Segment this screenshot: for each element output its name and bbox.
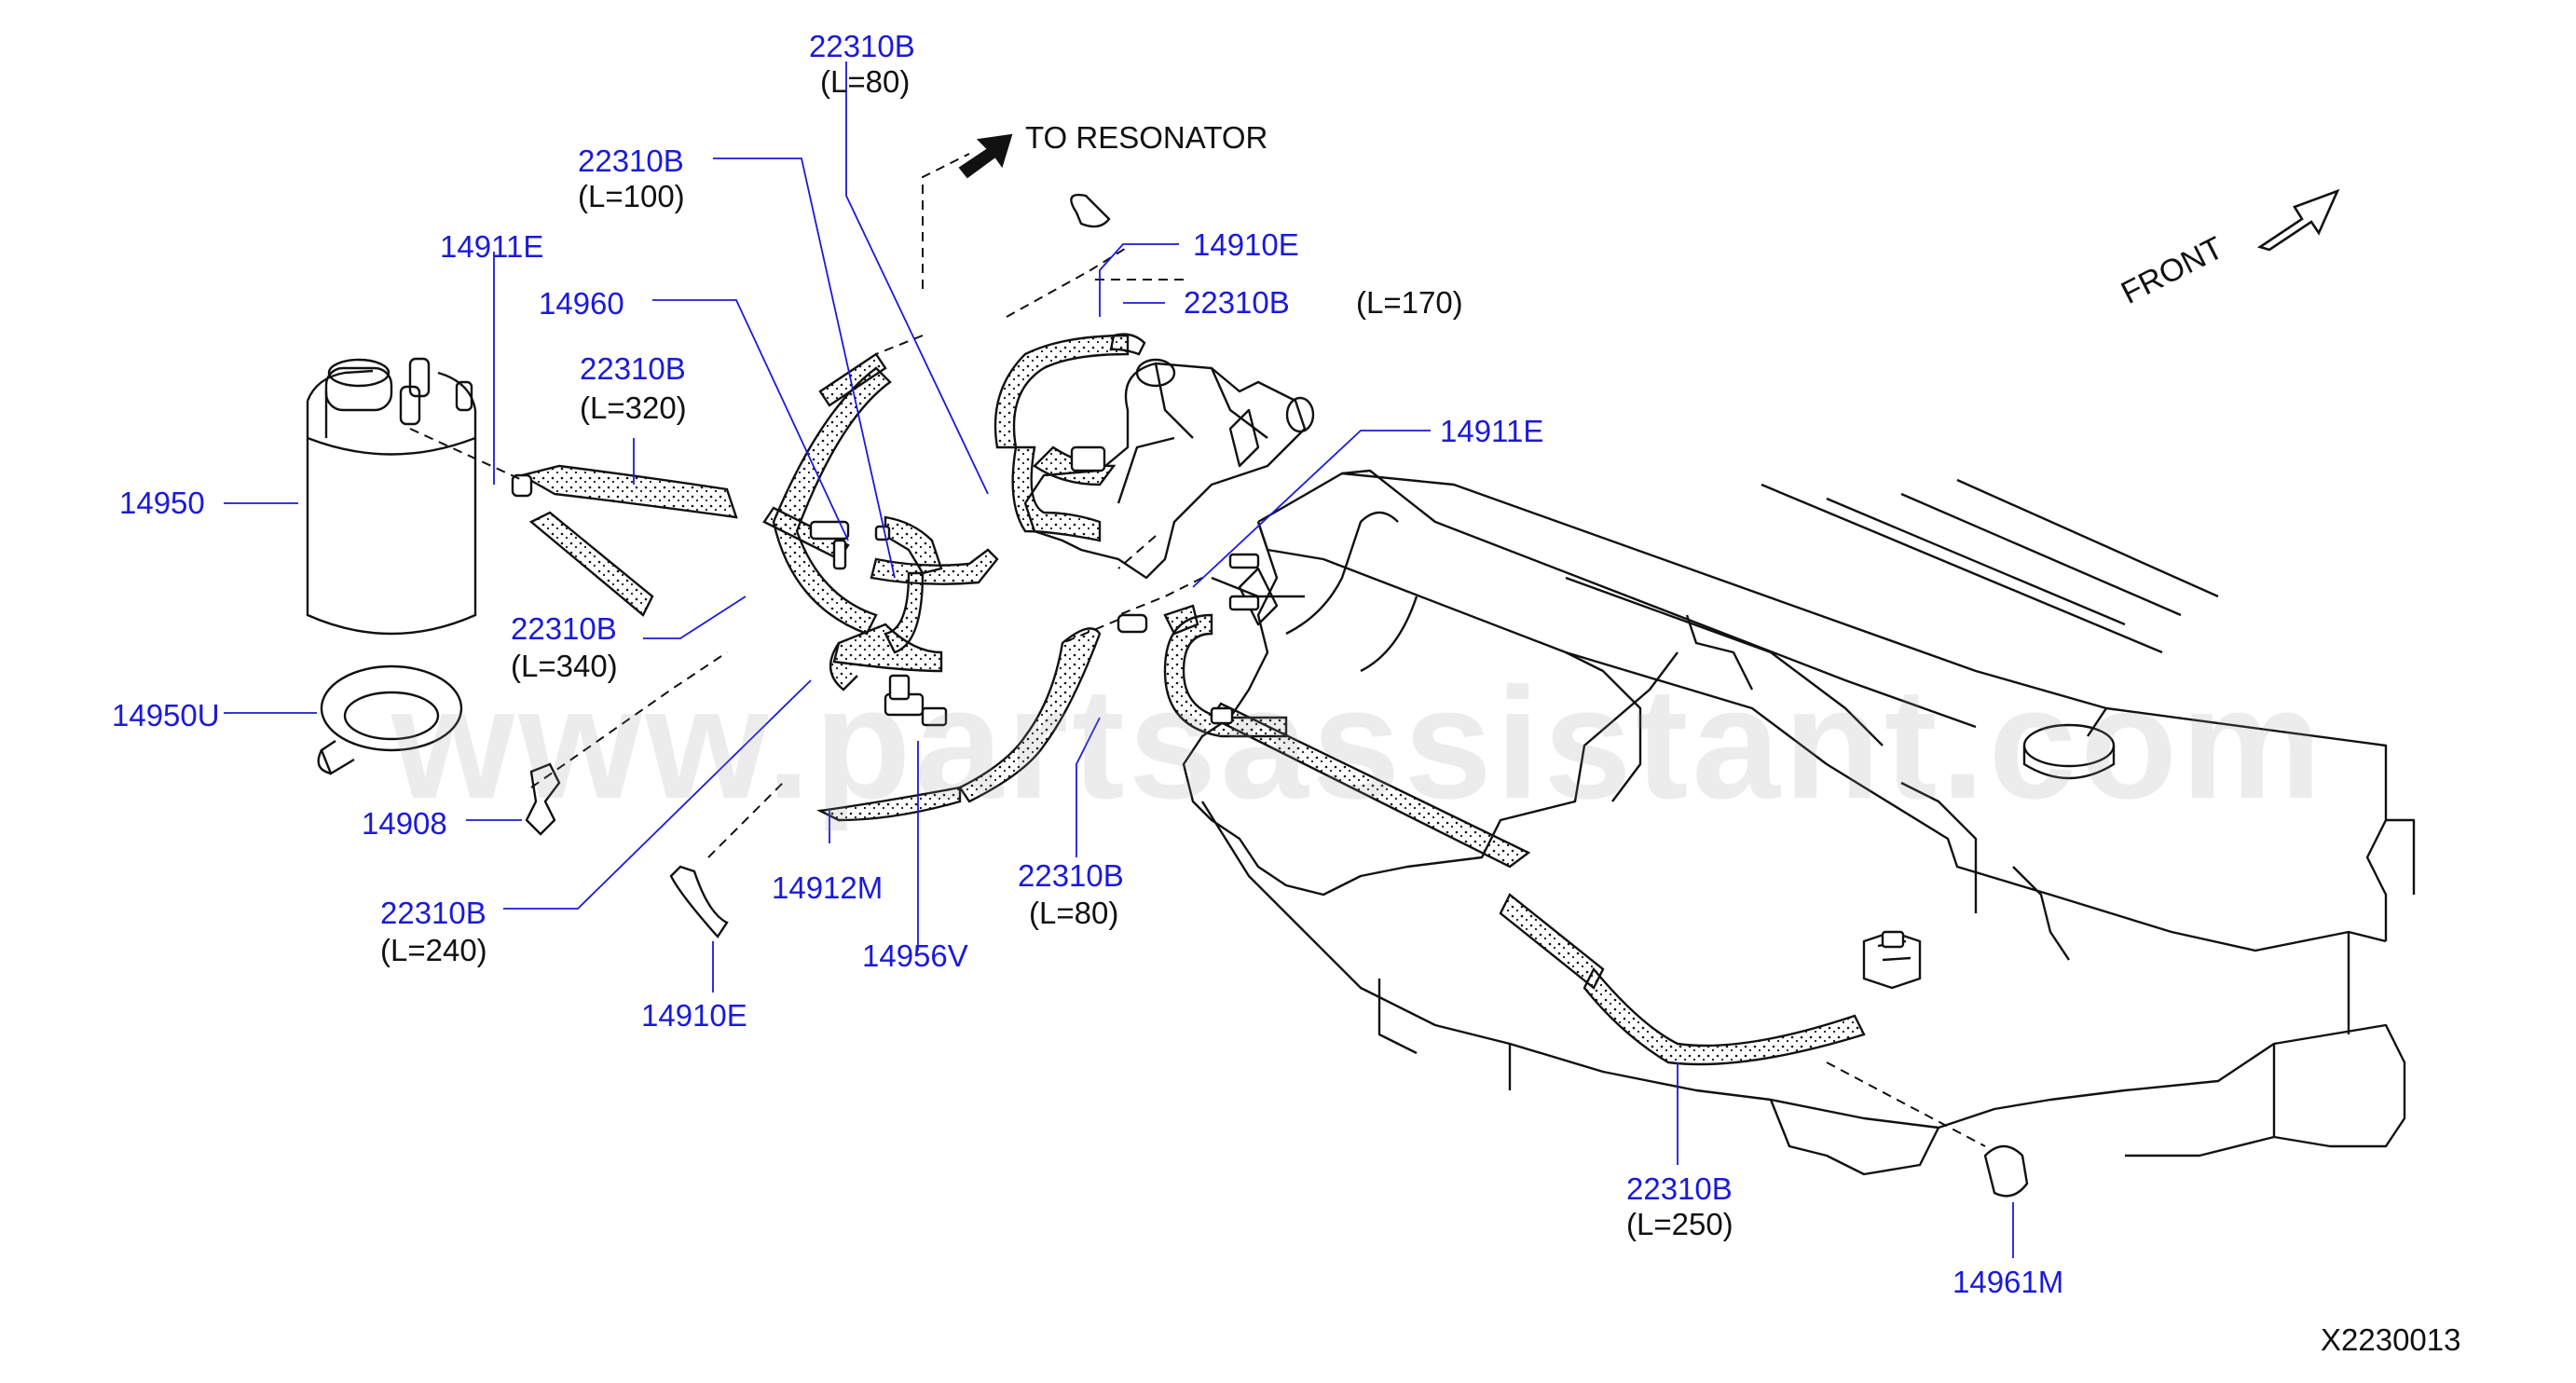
canister-base-14950u (317, 664, 463, 775)
label-22310b-l250-length: (L=250) (1626, 1207, 1733, 1241)
label-22310b-mid-length: (L=80) (1029, 896, 1119, 930)
label-22310b-l100[interactable]: 22310B (578, 144, 684, 178)
label-14908[interactable]: 14908 (362, 806, 447, 841)
resonator-arrow-icon (958, 133, 1013, 179)
leader-lines (224, 62, 2014, 1258)
label-22310b-l250[interactable]: 22310B (1626, 1171, 1733, 1206)
label-14910e-top[interactable]: 14910E (1193, 227, 1299, 262)
label-22310b-l340[interactable]: 22310B (511, 611, 617, 646)
label-14960[interactable]: 14960 (539, 286, 624, 321)
label-22310b-l320[interactable]: 22310B (580, 351, 686, 386)
label-14911e-left[interactable]: 14911E (440, 229, 544, 264)
label-14911e-right[interactable]: 14911E (1440, 414, 1544, 448)
label-14956v[interactable]: 14956V (862, 938, 968, 973)
label-14950[interactable]: 14950 (119, 486, 205, 520)
watermark: www.partsassistant.com (391, 655, 2326, 832)
label-22310b-l320-length: (L=320) (580, 390, 687, 425)
label-14912m[interactable]: 14912M (772, 870, 884, 905)
label-14950u[interactable]: 14950U (112, 698, 220, 733)
label-14910e-bottom[interactable]: 14910E (641, 998, 747, 1033)
connectors (511, 445, 1905, 949)
hoses (518, 334, 1866, 1066)
canister-14950 (306, 357, 477, 636)
label-22310b-l100-length: (L=100) (578, 179, 685, 213)
label-22310b-top[interactable]: 22310B (809, 29, 915, 63)
label-22310b-l240[interactable]: 22310B (380, 896, 486, 930)
diagram-code: X2230013 (2321, 1322, 2461, 1357)
engine-block (1182, 408, 2416, 1198)
label-22310b-l170-length: (L=170) (1356, 285, 1463, 320)
label-22310b-top-length: (L=80) (820, 64, 911, 99)
label-22310b-l340-length: (L=340) (511, 649, 618, 683)
label-22310b-mid[interactable]: 22310B (1018, 858, 1124, 893)
label-14961m[interactable]: 14961M (1953, 1265, 2064, 1299)
to-resonator-label: TO RESONATOR (1025, 120, 1268, 155)
front-arrow-icon (2256, 188, 2340, 252)
label-22310b-l170[interactable]: 22310B (1184, 285, 1290, 320)
label-22310b-l240-length: (L=240) (380, 933, 487, 967)
